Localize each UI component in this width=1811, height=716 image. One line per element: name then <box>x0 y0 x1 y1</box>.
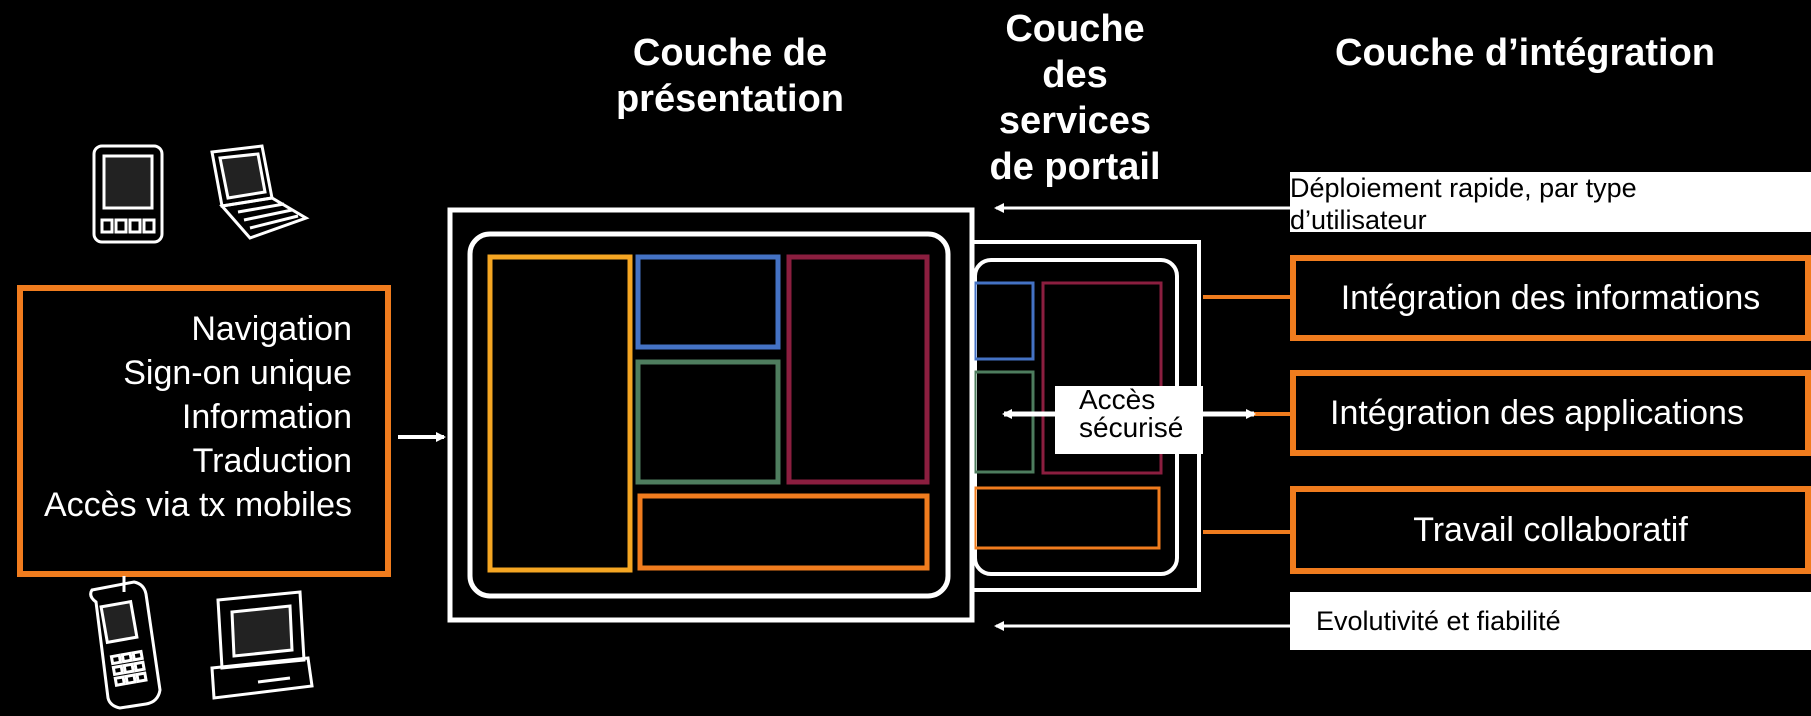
header-presentation-layer: Couche de présentation <box>590 30 870 122</box>
back-portlet-crimson <box>1041 281 1163 475</box>
back-portlet-green <box>973 370 1035 474</box>
header-services-line4: de portail <box>989 146 1161 188</box>
back-portlet-orange <box>973 486 1161 550</box>
feature-mobile-access: Accès via tx mobiles <box>44 486 352 524</box>
deployment-note-line2: d’utilisateur <box>1290 205 1427 235</box>
scalability-note-text: Evolutivité et fiabilité <box>1316 606 1561 636</box>
secure-access-label: Accès sécurisé <box>1055 386 1203 454</box>
feature-translation: Traduction <box>192 442 352 480</box>
features-box <box>17 285 391 577</box>
feature-navigation: Navigation <box>191 310 352 348</box>
header-services-line2: des <box>1042 54 1108 96</box>
integration-information-label: Intégration des informations <box>1340 278 1761 317</box>
desktop-computer-icon <box>210 590 314 700</box>
scalability-note: Evolutivité et fiabilité <box>1290 592 1811 650</box>
front-portal-inner <box>467 231 951 599</box>
deployment-note-line1: Déploiement rapide, par type <box>1290 173 1637 203</box>
header-integration-layer: Couche d’intégration <box>1335 32 1715 74</box>
integration-collaborative-label: Travail collaboratif <box>1413 510 1688 549</box>
secure-access-line2: sécurisé <box>1079 412 1184 443</box>
header-presentation-line1: Couche de <box>632 32 828 74</box>
portlet-blue <box>635 254 781 350</box>
integration-applications: Intégration des applications <box>1290 370 1811 456</box>
header-portal-services-layer: Couche des services de portail <box>955 6 1195 190</box>
mobile-phone-icon <box>89 576 162 710</box>
laptop-icon <box>210 144 310 240</box>
portlet-green <box>635 359 781 485</box>
header-presentation-line2: présentation <box>615 78 845 120</box>
portlet-yellow <box>487 254 633 573</box>
pda-icon <box>92 144 164 244</box>
deployment-note: Déploiement rapide, par type d’utilisate… <box>1290 172 1811 235</box>
integration-applications-label: Intégration des applications <box>1330 393 1744 432</box>
integration-collaborative-work: Travail collaboratif <box>1290 486 1811 574</box>
feature-information: Information <box>181 398 352 436</box>
features-list: Navigation Sign-on unique Information Tr… <box>10 307 352 527</box>
back-portlet-blue <box>973 281 1035 361</box>
secure-access-line1: Accès <box>1079 384 1156 415</box>
integration-information: Intégration des informations <box>1290 255 1811 341</box>
header-services-line1: Couche <box>1005 8 1145 50</box>
portlet-crimson <box>786 254 930 485</box>
feature-single-sign-on: Sign-on unique <box>123 354 352 392</box>
header-services-line3: services <box>998 100 1152 142</box>
portlet-orange <box>637 493 930 571</box>
